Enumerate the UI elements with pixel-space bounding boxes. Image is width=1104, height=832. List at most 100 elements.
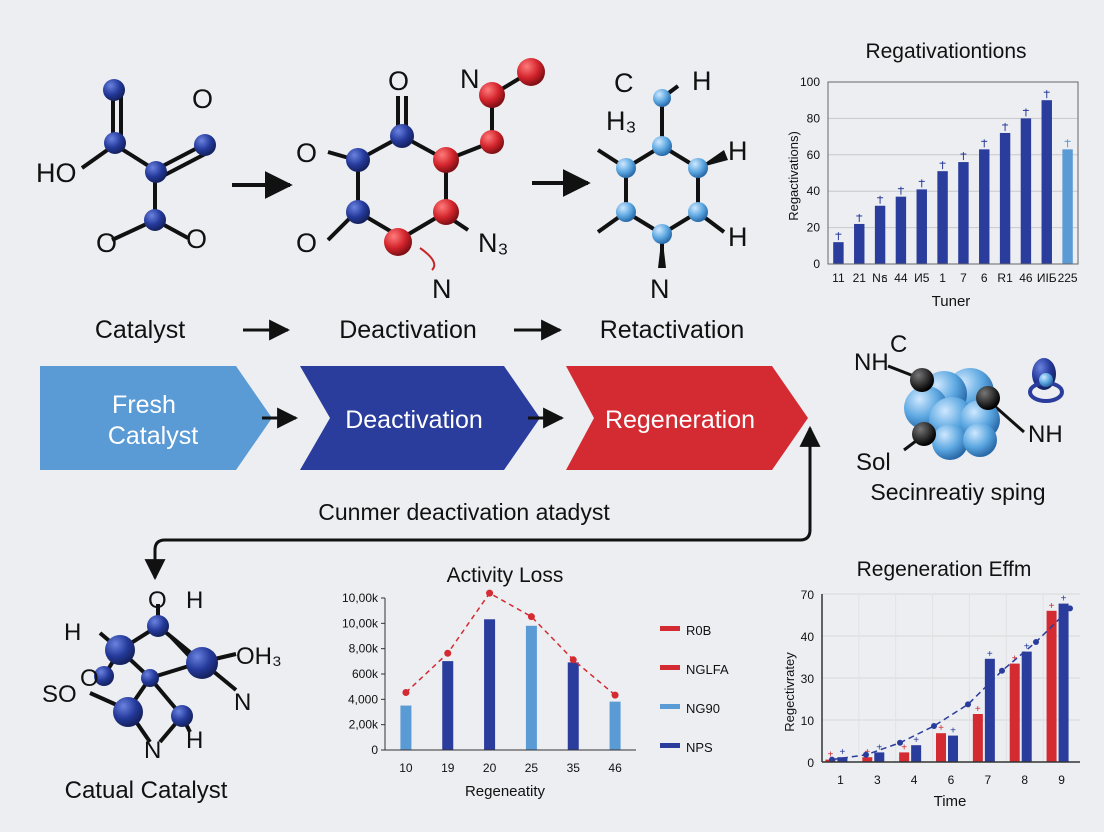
legend-swatch	[660, 665, 680, 670]
stage-deactivation	[300, 366, 540, 470]
bar	[837, 757, 848, 762]
error-bar: +	[938, 723, 944, 734]
x-tick-label: 7	[960, 271, 967, 285]
x-tick-label: 6	[948, 773, 955, 787]
atom-label: HO	[36, 158, 77, 188]
trend-line	[831, 607, 1071, 761]
legend-swatch	[660, 626, 680, 631]
trend-point	[897, 739, 903, 746]
atom-label: H	[728, 136, 748, 166]
bar	[1009, 663, 1020, 762]
y-tick-label: 40	[801, 630, 815, 644]
atom-label: N	[234, 689, 251, 716]
x-tick-label: И5	[914, 271, 930, 285]
atom-label: N	[460, 64, 480, 94]
y-axis-label: Regactivations)	[786, 131, 801, 221]
bar	[525, 625, 537, 750]
stage-label: Fresh	[112, 391, 176, 419]
atom-label: H₃	[606, 106, 637, 136]
error-bar: +	[876, 742, 882, 753]
y-tick-label: 0	[807, 756, 814, 770]
bar	[833, 242, 844, 264]
bar	[484, 619, 496, 750]
bar	[862, 757, 873, 762]
x-tick-label: 4	[911, 773, 918, 787]
x-tick-label: 8	[1021, 773, 1028, 787]
trend-point	[402, 688, 410, 696]
atom-label: C	[890, 331, 907, 358]
bar	[854, 223, 865, 264]
x-tick-label: 46	[608, 761, 622, 775]
x-tick-label: 1	[837, 773, 844, 787]
stage-label: Deactivation	[345, 406, 483, 434]
y-tick-label: 600k	[352, 667, 379, 681]
error-bar: +	[828, 750, 834, 761]
atom-label: H	[728, 222, 748, 252]
atom-label: O	[96, 228, 117, 258]
legend-swatch	[660, 743, 680, 748]
x-tick-label: 1	[939, 271, 946, 285]
x-tick-label: 20	[483, 761, 497, 775]
stage-regeneration	[566, 366, 808, 470]
atom-label: O	[296, 228, 317, 258]
molecule-caption: Secinreatiy sping	[870, 479, 1045, 505]
atom-label: N	[650, 274, 670, 304]
x-tick-label: 25	[525, 761, 539, 775]
row-label: Deactivation	[339, 316, 477, 344]
chart-activity-loss: Activity Loss Regeneatity 02,00k4,000600…	[342, 564, 729, 800]
y-tick-label: 60	[807, 148, 821, 162]
x-tick-label: 11	[832, 271, 845, 285]
x-tick-label: Nธ	[872, 271, 888, 285]
bar	[874, 205, 886, 264]
y-tick-label: 0	[813, 257, 820, 271]
atom-label: H	[64, 619, 81, 646]
stage-label: Catalyst	[108, 422, 198, 450]
chart-title: Activity Loss	[447, 564, 564, 587]
atom-label: O	[388, 66, 409, 96]
bar	[999, 132, 1011, 264]
atom-label: O	[148, 587, 167, 614]
atom-label: C	[614, 68, 634, 98]
y-tick-label: 8,00k	[349, 642, 379, 656]
bar	[1058, 603, 1069, 762]
atom-label: O	[80, 665, 99, 692]
y-tick-label: 100	[800, 75, 820, 89]
trend-point	[1033, 639, 1039, 645]
bar	[609, 701, 621, 750]
trend-point	[999, 667, 1005, 674]
chart-regativations: Regativationtions Regactivations) Tuner …	[786, 40, 1079, 310]
trend-point	[611, 691, 619, 699]
y-tick-label: 10	[801, 714, 815, 728]
bar	[1020, 118, 1032, 265]
atom-label: O	[192, 84, 213, 114]
trend-point	[569, 656, 577, 664]
trend-point	[965, 701, 971, 708]
error-bar: +	[1049, 601, 1055, 612]
error-bar: +	[840, 747, 846, 758]
bar	[567, 662, 579, 750]
error-bar: +	[901, 742, 907, 753]
loop-arrow	[144, 432, 812, 581]
y-tick-label: 40	[807, 184, 821, 198]
legend-label: NG90	[686, 701, 720, 716]
atom-label: NH	[854, 349, 889, 376]
bar	[874, 752, 885, 762]
bar	[1062, 149, 1073, 264]
molecule-cluster	[887, 358, 1064, 460]
loop-caption: Cunmer deactivation atadyst	[318, 499, 610, 525]
atom-label: SO	[42, 681, 77, 708]
atom-label: H	[186, 587, 203, 614]
y-tick-label: 80	[807, 111, 821, 125]
error-bar: +	[1024, 642, 1030, 653]
error-bar: +	[975, 704, 981, 715]
trend-point	[931, 723, 937, 729]
error-bar: +	[1061, 594, 1067, 605]
atom-label: H	[186, 727, 203, 754]
y-tick-label: 0	[371, 743, 378, 757]
molecule-caption: Catual Catalyst	[65, 777, 228, 804]
y-axis-label: Regectivratey	[782, 652, 797, 732]
atom-label: Sol	[856, 449, 891, 476]
legend-label: NPS	[686, 740, 713, 755]
atom-label: N₃	[478, 228, 509, 258]
